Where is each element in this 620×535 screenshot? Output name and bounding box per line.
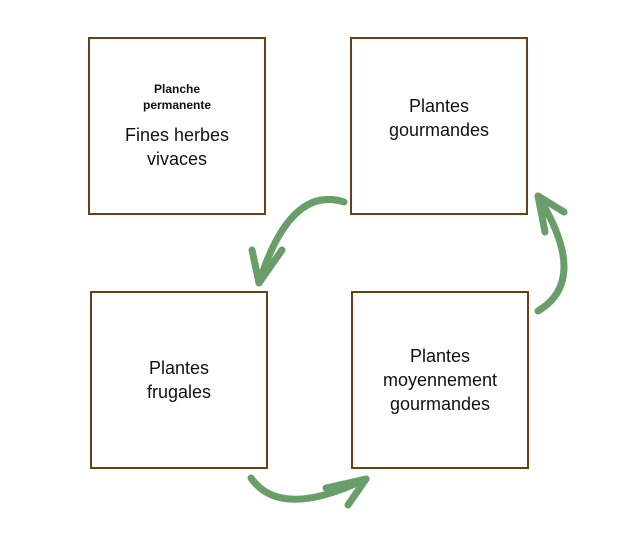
arrow-frugales-to-moyennement	[247, 474, 370, 509]
box-subtitle: Planche permanente	[142, 82, 212, 112]
box-fines-herbes: Planche permanente Fines herbes vivaces	[88, 37, 266, 215]
box-plantes-gourmandes: Plantes gourmandes	[350, 37, 528, 215]
arrow-gourmandes-to-frugales	[248, 196, 348, 287]
box-plantes-frugales: Plantes frugales	[90, 291, 268, 469]
box-label: Plantes gourmandes	[388, 96, 490, 140]
box-plantes-moyennement-gourmandes: Plantes moyennement gourmandes	[351, 291, 529, 469]
box-label: Plantes moyennement gourmandes	[382, 346, 498, 414]
box-label: Plantes frugales	[146, 358, 212, 402]
arrow-moyennement-to-gourmandes	[534, 192, 568, 315]
box-label: Fines herbes vivaces	[124, 125, 230, 169]
